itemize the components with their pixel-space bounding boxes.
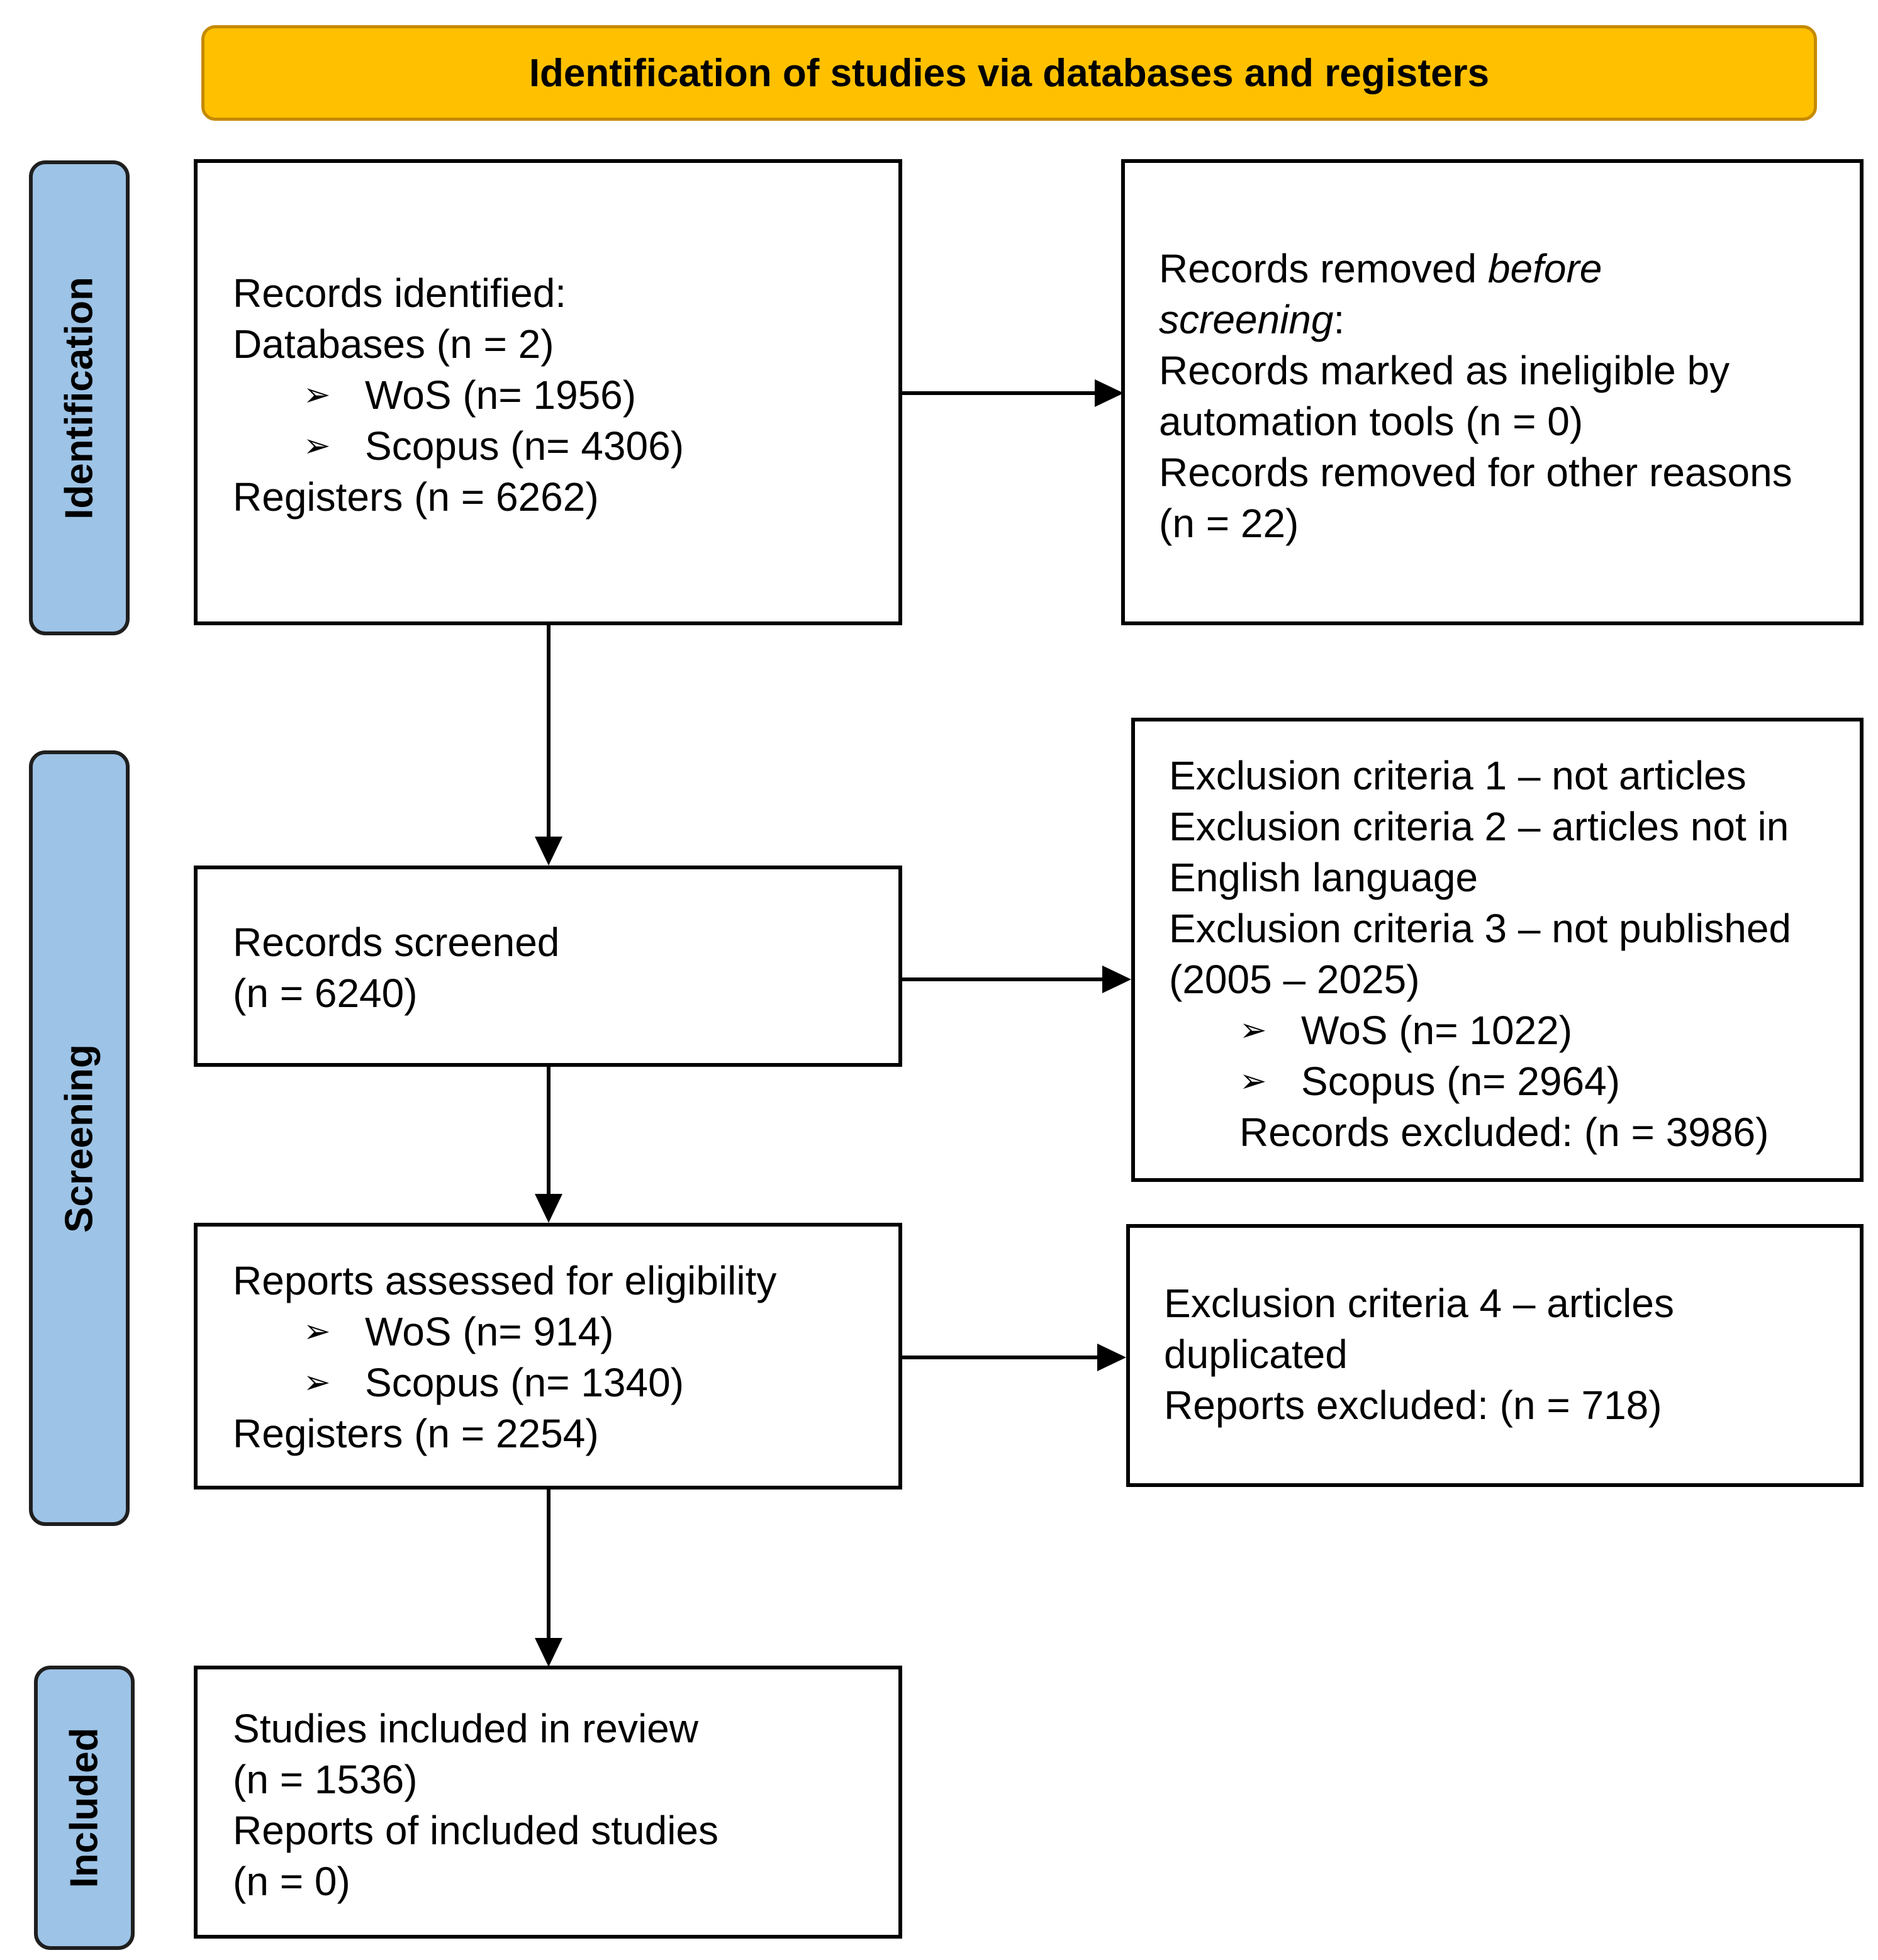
exclusion-criteria-3: Exclusion criteria 3 – not published	[1169, 906, 1791, 951]
arrowhead-identified-to-screened	[535, 837, 562, 866]
scopus-count: Scopus (n= 4306)	[365, 423, 684, 469]
exclusion-criteria-1: Exclusion criteria 1 – not articles	[1169, 753, 1747, 798]
records-excluded-count: Records excluded: (n = 3986)	[1239, 1110, 1769, 1155]
header-title: Identification of studies via databases …	[528, 51, 1490, 95]
arrowhead-screened-to-assessed	[535, 1194, 562, 1223]
records-removed-box: Records removed before screening: Record…	[1121, 159, 1864, 625]
bullet-arrow-icon: ➢	[303, 376, 331, 414]
ineligible-line: Records marked as ineligible by	[1159, 348, 1730, 393]
records-screened-box: Records screened (n = 6240)	[194, 866, 902, 1067]
colon-text: :	[1333, 297, 1345, 342]
records-identified-box: Records identified: Databases (n = 2) ➢ …	[194, 159, 902, 625]
reports-assessed-box: Reports assessed for eligibility ➢ WoS (…	[194, 1223, 902, 1489]
reports-included-title: Reports of included studies	[233, 1808, 718, 1853]
records-screened-count: (n = 6240)	[233, 971, 418, 1016]
bullet-wos: ➢ WoS (n= 1956)	[303, 370, 636, 421]
scopus-assessed-count: Scopus (n= 1340)	[365, 1360, 684, 1405]
scopus-excluded-count: Scopus (n= 2964)	[1301, 1059, 1620, 1104]
reports-excluded-count: Reports excluded: (n = 718)	[1164, 1383, 1662, 1428]
bullet-scopus-excluded: ➢ Scopus (n= 2964)	[1239, 1056, 1791, 1107]
screening-text: screening	[1159, 297, 1334, 342]
registers-count: Registers (n = 6262)	[233, 474, 599, 520]
other-reasons-line: Records removed for other reasons	[1159, 450, 1792, 495]
phase-screening: Screening	[29, 750, 130, 1526]
exclusion-criteria-2-cont: English language	[1169, 855, 1478, 900]
exclusion-criteria-4-cont: duplicated	[1164, 1332, 1348, 1377]
phase-identification: Identification	[29, 160, 130, 635]
bullet-arrow-icon: ➢	[303, 427, 331, 465]
bullet-arrow-icon: ➢	[303, 1364, 331, 1401]
bullet-arrow-icon: ➢	[1239, 1062, 1267, 1100]
exclusion-criteria-4: Exclusion criteria 4 – articles	[1164, 1281, 1674, 1326]
records-identified-title: Records identified:	[233, 270, 567, 316]
reports-included-count: (n = 0)	[233, 1859, 350, 1904]
exclusion-criteria-2: Exclusion criteria 2 – articles not in	[1169, 804, 1789, 849]
records-screened-title: Records screened	[233, 920, 560, 965]
arrowhead-assessed-to-exclusion4	[1097, 1344, 1126, 1371]
reports-assessed-title: Reports assessed for eligibility	[233, 1258, 777, 1303]
before-text: before	[1487, 246, 1602, 291]
bullet-arrow-icon: ➢	[1239, 1011, 1267, 1049]
bullet-scopus-assessed: ➢ Scopus (n= 1340)	[303, 1357, 776, 1408]
records-removed-prefix: Records removed	[1159, 246, 1488, 291]
registers-assessed-count: Registers (n = 2254)	[233, 1411, 599, 1456]
exclusion-criteria-4-box: Exclusion criteria 4 – articles duplicat…	[1126, 1224, 1864, 1487]
bullet-scopus: ➢ Scopus (n= 4306)	[303, 421, 684, 472]
automation-tools-line: automation tools (n = 0)	[1159, 399, 1584, 444]
databases-count: Databases (n = 2)	[233, 321, 554, 367]
records-removed-title: Records removed before	[1159, 243, 1792, 294]
records-removed-title-2: screening:	[1159, 294, 1792, 345]
wos-count: WoS (n= 1956)	[365, 372, 637, 418]
bullet-arrow-icon: ➢	[303, 1313, 331, 1350]
wos-assessed-count: WoS (n= 914)	[365, 1309, 614, 1354]
bullet-wos-assessed: ➢ WoS (n= 914)	[303, 1306, 776, 1357]
phase-included: Included	[34, 1666, 135, 1950]
studies-included-box: Studies included in review (n = 1536) Re…	[194, 1666, 902, 1939]
arrowhead-identified-to-removed	[1095, 379, 1124, 407]
studies-included-count: (n = 1536)	[233, 1757, 418, 1802]
header-banner: Identification of studies via databases …	[201, 25, 1817, 121]
other-reasons-count: (n = 22)	[1159, 501, 1299, 546]
arrowhead-screened-to-exclusion	[1102, 966, 1131, 993]
exclusion-criteria-1-3-box: Exclusion criteria 1 – not articles Excl…	[1131, 718, 1864, 1182]
wos-excluded-count: WoS (n= 1022)	[1301, 1008, 1573, 1053]
bullet-wos-excluded: ➢ WoS (n= 1022)	[1239, 1005, 1791, 1056]
studies-included-title: Studies included in review	[233, 1706, 698, 1751]
arrowhead-assessed-to-included	[535, 1638, 562, 1667]
exclusion-criteria-3-years: (2005 – 2025)	[1169, 957, 1420, 1002]
